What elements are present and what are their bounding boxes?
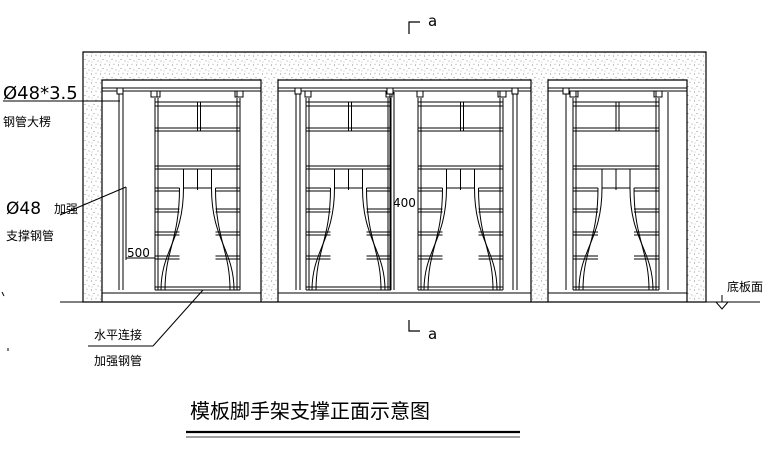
unit-1-flare-left-4 — [164, 187, 180, 291]
purlin-clamp-0 — [116, 87, 124, 95]
unit-3-flare-left-4 — [427, 187, 443, 291]
unit-2-flare-left-4 — [315, 187, 331, 291]
unit-1-flare-left-0 — [160, 187, 184, 291]
unit-1-flare-right-4 — [215, 187, 231, 291]
brace-text2-label: 支撑钢管 — [6, 228, 54, 243]
elevation-mark-icon — [714, 295, 760, 310]
scaffold-frames — [102, 87, 687, 294]
section-mark-top: a — [408, 12, 437, 34]
unit-3-flare-right-4 — [478, 187, 494, 291]
unit-2-flare-right-4 — [366, 187, 382, 291]
unit-2-flare-right-0 — [362, 187, 386, 291]
horizontal-connect-label: 水平连接 — [94, 327, 142, 342]
purlin-clamp-8 — [562, 87, 570, 95]
unit-4-flare-left-0 — [578, 187, 603, 291]
leader-brace — [59, 186, 127, 216]
purlin-clamp-2 — [236, 90, 244, 98]
dimension-500-label: 500 — [127, 246, 150, 260]
brace-dimension-label: Ø48 — [6, 199, 41, 219]
purlin-clamp-5 — [416, 90, 424, 98]
unit-4-flare-right-0 — [629, 187, 654, 291]
leader-horizontal — [152, 289, 204, 347]
unit-2-flare-left-0 — [311, 187, 335, 291]
dimension-400-label: 400 — [393, 196, 416, 210]
purlin-clamp-3 — [294, 87, 302, 95]
unit-3-flare-left-0 — [423, 187, 447, 291]
purlin-clamp-6 — [499, 90, 507, 98]
purlin-clamp-10 — [655, 90, 663, 98]
purlin-clamp-1 — [150, 90, 158, 98]
pipe-big-purlin-label: 钢管大楞 — [3, 114, 51, 129]
section-mark-bottom-label: a — [428, 325, 437, 343]
unit-4-flare-right-4 — [633, 187, 650, 291]
reinforce-pipe-label: 加强钢管 — [94, 353, 142, 368]
unit-3-flare-right-0 — [474, 187, 498, 291]
unit-4-flare-left-4 — [582, 187, 599, 291]
purlin-clamp-4 — [386, 87, 394, 95]
pipe-dimension-label: Ø48*3.5 — [3, 83, 78, 104]
section-mark-top-label: a — [428, 12, 437, 30]
unit-2-clamp-left — [304, 90, 312, 98]
drawing-title: 模板脚手架支撑正面示意图 — [190, 399, 430, 423]
slab-bottom-label: 底板面 — [727, 279, 763, 294]
purlin-clamp-9 — [569, 90, 577, 98]
purlin-clamp-7 — [511, 87, 519, 95]
left-tick-mark — [1, 291, 5, 297]
brace-text1-label: 加强 — [54, 202, 78, 216]
section-mark-bottom: a — [408, 320, 437, 343]
unit-1-flare-right-0 — [211, 187, 235, 291]
